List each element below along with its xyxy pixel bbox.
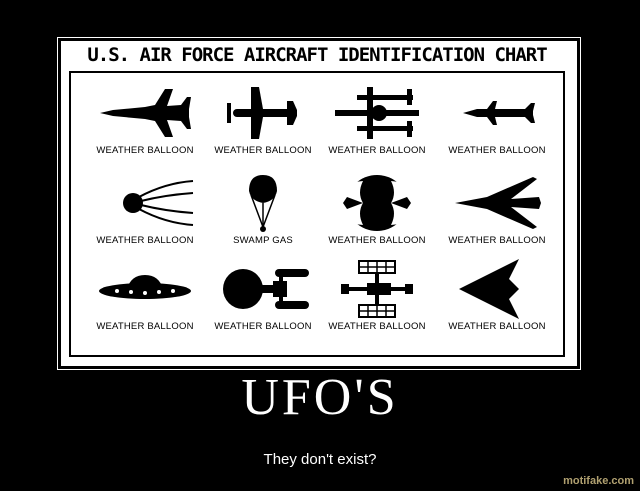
cell-label: WEATHER BALLOON <box>96 235 194 246</box>
chart-cell: WEATHER BALLOON <box>317 83 437 156</box>
poster-image: U.S. AIR FORCE AIRCRAFT IDENTIFICATION C… <box>61 41 577 366</box>
cell-label: WEATHER BALLOON <box>214 321 312 332</box>
cell-label: WEATHER BALLOON <box>448 321 546 332</box>
sputnik-icon <box>123 180 194 226</box>
chart-cell: SWAMP GAS <box>203 173 323 246</box>
chart-cell: WEATHER BALLOON <box>85 259 205 332</box>
batwing-icon <box>343 175 411 231</box>
tagline: They don't exist? <box>263 451 377 468</box>
cell-label: WEATHER BALLOON <box>96 321 194 332</box>
swept-wing-jet-icon <box>455 177 541 229</box>
cell-label: SWAMP GAS <box>233 235 293 246</box>
starship-icon <box>223 269 309 309</box>
chart-cell: WEATHER BALLOON <box>85 83 205 156</box>
chart-cell: WEATHER BALLOON <box>317 173 437 246</box>
chart-cell: WEATHER BALLOON <box>203 83 323 156</box>
chart-cell: WEATHER BALLOON <box>85 173 205 246</box>
chart-cell: WEATHER BALLOON <box>437 259 557 332</box>
cell-label: WEATHER BALLOON <box>96 145 194 156</box>
site-watermark: motifake.com <box>563 475 634 487</box>
chart-cell: WEATHER BALLOON <box>317 259 437 332</box>
stealth-bomber-icon <box>459 259 519 319</box>
cell-label: WEATHER BALLOON <box>448 145 546 156</box>
identification-chart: WEATHER BALLOON WEATHER BALLOON WEATHER … <box>69 71 565 357</box>
poster-frame <box>57 37 581 370</box>
parachute-icon <box>249 175 277 232</box>
jet-fighter-icon <box>100 89 191 137</box>
cell-label: WEATHER BALLOON <box>328 321 426 332</box>
missile-icon <box>463 101 535 125</box>
chart-cell: WEATHER BALLOON <box>437 173 557 246</box>
chart-title: U.S. AIR FORCE AIRCRAFT IDENTIFICATION C… <box>87 44 547 66</box>
headline: UFO'S <box>241 369 399 426</box>
chart-cell: WEATHER BALLOON <box>437 83 557 156</box>
cell-label: WEATHER BALLOON <box>214 145 312 156</box>
space-station-icon <box>341 260 413 318</box>
propeller-plane-icon <box>227 87 297 139</box>
chart-cell: WEATHER BALLOON <box>203 259 323 332</box>
cell-label: WEATHER BALLOON <box>448 235 546 246</box>
cell-label: WEATHER BALLOON <box>328 235 426 246</box>
cell-label: WEATHER BALLOON <box>328 145 426 156</box>
flying-saucer-icon <box>99 275 191 299</box>
twin-boom-fighter-icon <box>335 87 419 139</box>
